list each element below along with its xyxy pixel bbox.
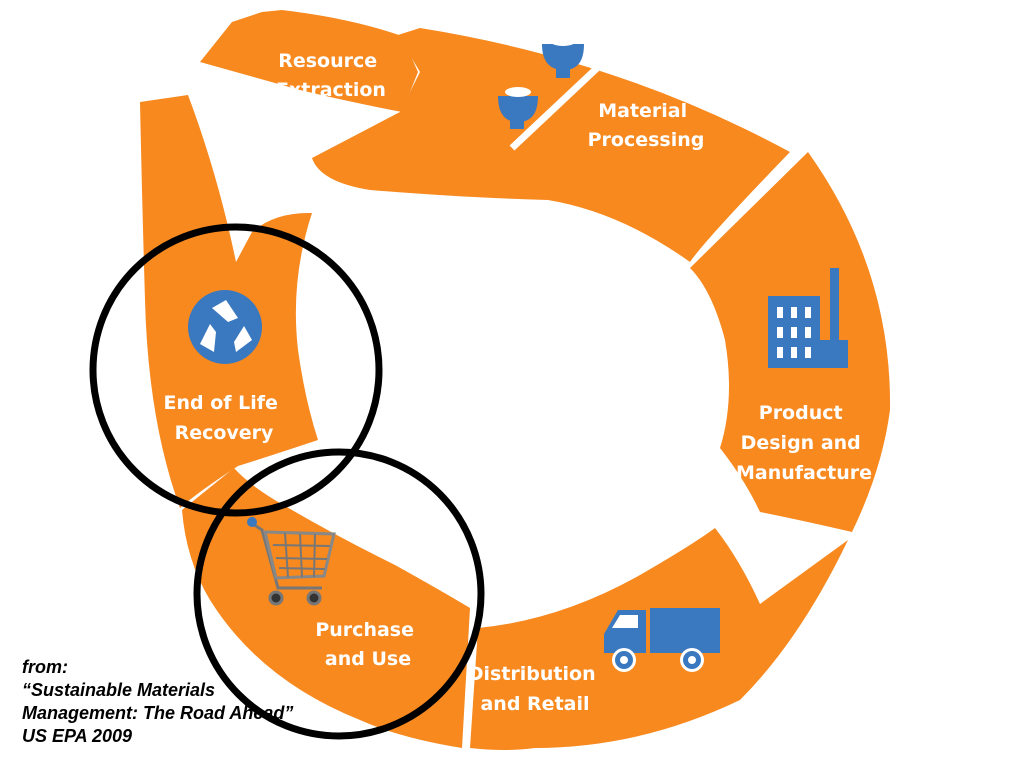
segment-purchase-use [182,468,470,748]
stage-end-of-life-recovery: End of Life Recovery [140,95,318,508]
citation: from: “Sustainable Materials Management:… [22,656,293,748]
stage-label-line: Extraction [276,79,386,101]
segment-resource-extraction [200,10,418,112]
factory-icon [768,268,848,368]
stage-distribution-retail: Distribution and Retail [468,528,848,750]
delivery-truck-icon [604,608,720,672]
citation-line: Management: The Road Ahead” [22,703,294,723]
citation-line: from: [22,657,68,677]
recycle-icon [188,290,262,364]
stage-product-design-manufacture: Product Design and Manufacture [690,152,891,532]
stage-material-processing: Material Processing [312,28,790,262]
highlight-circle-purchase-use [193,448,485,740]
stage-label-line: Processing [588,129,705,151]
svg-text:Purchase and Use: Purchase and Use [315,619,420,670]
stage-purchase-use: Purchase and Use [182,468,470,748]
stage-label-line: Manufacture [736,462,872,484]
citation-line: US EPA 2009 [22,726,133,746]
stage-label-line: End of Life [163,392,277,414]
svg-text:Resource Extraction: Resource Extraction [276,50,386,101]
segment-material-processing [312,28,790,262]
svg-text:End of Life Recovery: End of Life Recovery [163,392,284,444]
svg-text:Product Design and: Product Design and Manufacture [736,402,872,484]
stage-label-line: Recovery [175,422,274,444]
svg-text:Material Processing: Material Processing [588,100,705,151]
stage-label-line: Design and [741,432,861,454]
svg-text:Distribution and Retail: Distribution and Retail [468,663,603,715]
stage-label-line: Purchase [315,619,414,641]
mixing-bowls-icon [498,34,615,151]
stage-label-line: Resource [278,50,377,72]
stage-label-line: Distribution [468,663,596,685]
shopping-cart-icon [247,517,336,606]
stage-label-line: Product [759,402,843,424]
highlight-circle-end-of-life [89,223,383,517]
stage-label-line: and Use [325,648,411,670]
stage-resource-extraction: Resource Extraction [200,10,418,112]
stage-label-line: and Retail [480,693,589,715]
stage-label-line: Material [598,100,687,122]
citation-line: “Sustainable Materials [22,680,216,700]
